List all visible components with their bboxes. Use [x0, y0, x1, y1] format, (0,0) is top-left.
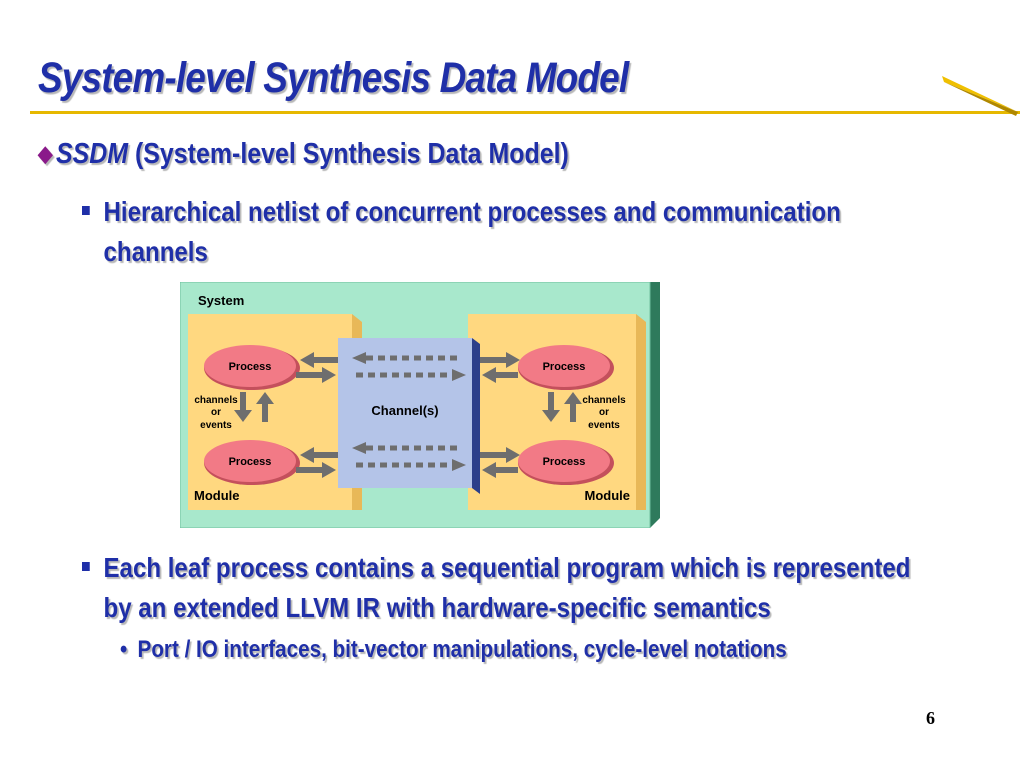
svg-text:channels: channels — [194, 395, 238, 406]
process-bottom-left: Process — [204, 440, 300, 485]
bullet-text-line: Each leaf process contains a sequential … — [103, 552, 911, 583]
ssdm-definition: (System-level Synthesis Data Model) — [128, 138, 569, 170]
bullet-leaf-process: Each leaf process contains a sequential … — [82, 548, 910, 628]
sub-bullet-text: Port / IO interfaces, bit-vector manipul… — [137, 636, 787, 663]
process-label: Process — [543, 361, 586, 373]
square-bullet-icon — [82, 562, 90, 571]
module-right-edge — [636, 314, 646, 510]
module-right-label: Module — [585, 488, 631, 503]
bullet-hierarchical-netlist: Hierarchical netlist of concurrent proce… — [82, 192, 841, 272]
process-channel-arrows-left — [296, 352, 338, 478]
svg-text:channels: channels — [582, 395, 626, 406]
process-bottom-right: Process — [518, 440, 614, 485]
slide-title: System-level Synthesis Data Model — [38, 54, 629, 102]
process-channel-arrows-right — [480, 352, 520, 478]
channels-events-right: channels or events — [582, 395, 626, 431]
title-underline — [30, 111, 1020, 114]
system-box-edge — [650, 282, 660, 528]
svg-text:or: or — [599, 407, 609, 418]
system-diagram: System Module Module Channel(s) Process … — [180, 282, 660, 528]
svg-text:events: events — [588, 420, 620, 431]
system-label: System — [198, 293, 244, 308]
dot-bullet-icon: • — [120, 636, 128, 663]
vertical-arrows-left — [234, 392, 274, 422]
svg-text:events: events — [200, 420, 232, 431]
process-label: Process — [229, 456, 272, 468]
square-bullet-icon — [82, 206, 90, 215]
channel-label: Channel(s) — [371, 403, 438, 418]
page-number: 6 — [926, 708, 935, 728]
sub-bullet-port-io: • Port / IO interfaces, bit-vector manipu… — [120, 636, 787, 664]
bullet-text-line: channels — [103, 236, 208, 267]
channels-events-left: channels or events — [194, 395, 238, 431]
process-label: Process — [229, 361, 272, 373]
process-top-right: Process — [518, 345, 614, 390]
bullet-ssdm: ◆SSDM (System-level Synthesis Data Model… — [38, 138, 569, 171]
channel-box-edge — [472, 338, 480, 494]
module-left-label: Module — [194, 488, 240, 503]
svg-text:or: or — [211, 407, 221, 418]
channel-dashed-arrows — [352, 352, 466, 471]
process-label: Process — [543, 456, 586, 468]
bullet-text-line: Hierarchical netlist of concurrent proce… — [103, 196, 841, 227]
process-top-left: Process — [204, 345, 300, 390]
corner-logo-icon — [942, 76, 1018, 116]
vertical-arrows-right — [542, 392, 582, 422]
diamond-bullet-icon: ◆ — [38, 141, 53, 166]
bullet-text-line: by an extended LLVM IR with hardware-spe… — [103, 592, 771, 623]
ssdm-term: SSDM — [55, 138, 129, 170]
